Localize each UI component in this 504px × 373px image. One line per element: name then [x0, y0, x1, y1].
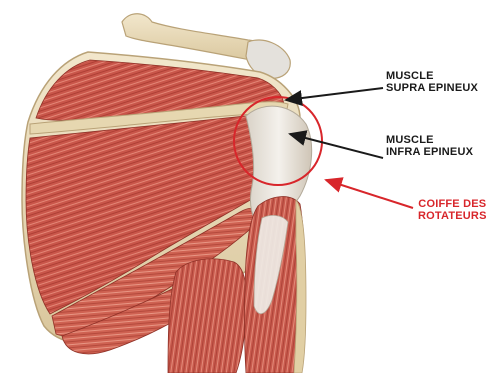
infraspinatus-label-line2: INFRA EPINEUX — [386, 146, 473, 158]
supraspinatus-label-line1: MUSCLE — [386, 70, 478, 82]
coiffe-pointer-arrow — [326, 180, 413, 208]
infraspinatus-label: MUSCLE INFRA EPINEUX — [386, 134, 473, 158]
rotator-cuff-label-line1: COIFFE DES — [418, 198, 487, 210]
rotator-cuff-label-line2: ROTATEURS — [418, 210, 487, 222]
supraspinatus-label: MUSCLE SUPRA EPINEUX — [386, 70, 478, 94]
rotator-cuff-label: COIFFE DES ROTATEURS — [418, 198, 487, 222]
supraspinatus-label-line2: SUPRA EPINEUX — [386, 82, 478, 94]
infraspinatus-label-line1: MUSCLE — [386, 134, 473, 146]
triceps-long-head — [168, 259, 247, 373]
supra-pointer-arrow — [286, 88, 383, 100]
